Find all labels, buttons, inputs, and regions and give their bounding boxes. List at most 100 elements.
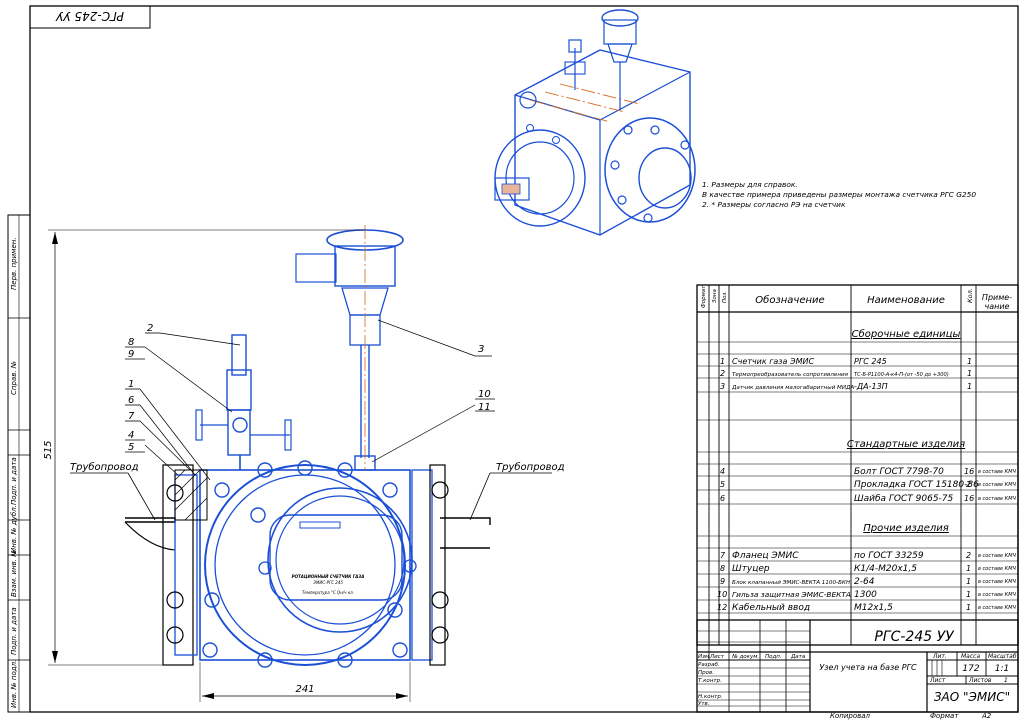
footer-copied: Копировал [830,712,871,720]
svg-text:в составе КМЧ: в составе КМЧ [978,553,1017,559]
svg-text:Штуцер: Штуцер [732,564,770,574]
side-stamp-column: Перв. примен. Справ. № Подп. и дата Инв.… [7,214,31,713]
spec-header-note: Приме- [982,293,1012,302]
spec-row: 6 Шайба ГОСТ 9065-75 16 в составе КМЧ [720,494,1017,504]
pipe-label-right: Трубопровод [496,461,565,473]
side-stamp-6: Инв. № подл. [10,660,18,708]
svg-text:в составе КМЧ: в составе КМЧ [978,496,1017,502]
svg-text:Кабельный ввод: Кабельный ввод [732,603,810,613]
svg-text:10: 10 [717,590,727,599]
spec-row: 4 Болт ГОСТ 7798-70 16 в составе КМЧ [720,467,1017,477]
svg-text:2-64: 2-64 [854,577,875,587]
callout-1: 1 [128,379,134,390]
rev-header-3: Подп. [765,654,782,660]
svg-text:1: 1 [966,590,971,599]
side-stamp-0: Перв. примен. [10,237,18,290]
scale-value: 1:1 [995,664,1009,674]
mass-label: Масса [961,653,980,660]
note-2: 2. * Размеры согласно РЭ на счетчик [702,200,846,209]
spec-header-zone: Зона [712,289,718,303]
svg-text:ТС-Б-Р1100-А-к4-П-(от -50 до +: ТС-Б-Р1100-А-к4-П-(от -50 до +300) [854,372,949,378]
svg-text:2: 2 [720,369,725,378]
callout-5: 5 [128,442,134,453]
dimensions: 515 241 [43,229,411,702]
role-4: Н.контр. [698,694,723,700]
isometric-view [494,9,696,236]
role-5: Утв. [698,701,710,707]
meter-face-line3: Температура °С Qн/ч кл. [302,590,354,595]
svg-text:Гильза защитная ЭМИС-ВЕКТА: Гильза защитная ЭМИС-ВЕКТА [732,590,851,599]
svg-text:в составе КМЧ: в составе КМЧ [978,469,1017,475]
svg-text:РГС 245: РГС 245 [854,357,887,366]
svg-text:по ГОСТ 33259: по ГОСТ 33259 [854,551,924,561]
bolts [166,460,449,668]
company-name: ЗАО "ЭМИС" [934,690,1010,704]
title-block: Изм. Лист № докум. Подп. Дата Разраб. Пр… [696,619,1019,713]
dim-width: 241 [295,684,314,695]
meter-face-line2: ЭМИС-РГС 245 [312,580,343,585]
svg-text:3: 3 [720,382,725,391]
svg-text:9: 9 [720,577,725,586]
svg-text:7: 7 [720,551,726,560]
rev-header-4: Дата [790,654,806,660]
side-stamp-1: Справ. № [10,361,18,395]
front-view: РОТАЦИОННЫЙ СЧЕТЧИК ГАЗА ЭМИС-РГС 245 Те… [124,225,491,668]
spec-header-name: Наименование [867,295,945,306]
spec-row: 2 Термопреобразователь сопротивления ТС-… [720,369,972,378]
spec-row: 7 Фланец ЭМИС по ГОСТ 33259 2 в составе … [720,551,1017,561]
footer: Копировал Формат А2 [830,712,992,720]
callout-3: 3 [478,344,484,355]
svg-text:в составе КМЧ: в составе КМЧ [978,566,1017,572]
svg-text:1: 1 [967,369,972,378]
mass-value: 172 [962,664,979,674]
svg-text:Счетчик газа ЭМИС: Счетчик газа ЭМИС [732,357,814,366]
svg-text:Термопреобразователь сопротивл: Термопреобразователь сопротивления [732,372,849,378]
note-0: 1. Размеры для справок. [702,180,798,189]
svg-text:1: 1 [966,564,971,573]
lit-label: Лит. [932,653,947,660]
svg-text:Фланец ЭМИС: Фланец ЭМИС [732,551,799,561]
svg-text:1: 1 [966,577,971,586]
spec-section-title-0: Сборочные единицы [852,328,961,340]
sheets-count: 1 [1004,677,1008,684]
callout-9: 9 [128,349,134,360]
sheets-label: Листов [968,677,992,684]
side-stamp-3: Инв. № дубл. [10,505,18,553]
callout-10: 10 [478,389,491,400]
callout-7: 7 [128,411,135,422]
svg-text:Датчик давления малогабаритный: Датчик давления малогабаритный МИДА [731,385,854,391]
role-1: Пров. [698,670,714,676]
svg-text:5: 5 [720,480,725,489]
svg-text:в составе КМЧ: в составе КМЧ [978,605,1017,611]
spec-header-qty: Кол. [966,288,974,303]
rev-header-0: Изм. [698,654,711,660]
svg-text:1: 1 [966,603,971,612]
svg-text:Болт ГОСТ 7798-70: Болт ГОСТ 7798-70 [854,467,944,477]
side-stamp-4: Взам. инв. № [10,549,18,597]
svg-text:в составе КМЧ: в составе КМЧ [978,579,1017,585]
rev-header-1: Лист [709,654,725,660]
svg-text:4: 4 [720,467,725,476]
pipe-label-left: Трубопровод [70,461,139,473]
svg-text:М12х1,5: М12х1,5 [854,603,893,613]
footer-format-label: Формат [930,712,959,720]
side-stamp-2: Подп. и дата [10,457,18,505]
role-2: Т.контр. [698,678,722,684]
svg-text:12: 12 [717,603,727,612]
spec-section-title-1: Стандартные изделия [847,439,965,450]
spec-row: 10 Гильза защитная ЭМИС-ВЕКТА 1300 1 в с… [717,590,1017,600]
footer-format-value: А2 [981,712,992,720]
svg-text:16: 16 [964,494,974,503]
spec-table: Формат Зона Поз. Обозначение Наименовани… [696,284,1019,646]
dim-height: 515 [43,440,54,459]
title-block-code: РГС-245 УУ [874,629,955,645]
svg-text:-ДА-13П: -ДА-13П [854,382,888,391]
spec-row: 8 Штуцер К1/4-М20х1,5 1 в составе КМЧ [720,564,1017,574]
spec-row: 5 Прокладка ГОСТ 15180-86 2 в составе КМ… [720,480,1017,490]
svg-text:8: 8 [720,564,725,573]
callout-6: 6 [128,395,134,406]
title-block-title: Узел учета на базе РГС [819,663,917,672]
svg-text:16: 16 [964,467,974,476]
spec-section-title-2: Прочие изделия [863,523,949,534]
